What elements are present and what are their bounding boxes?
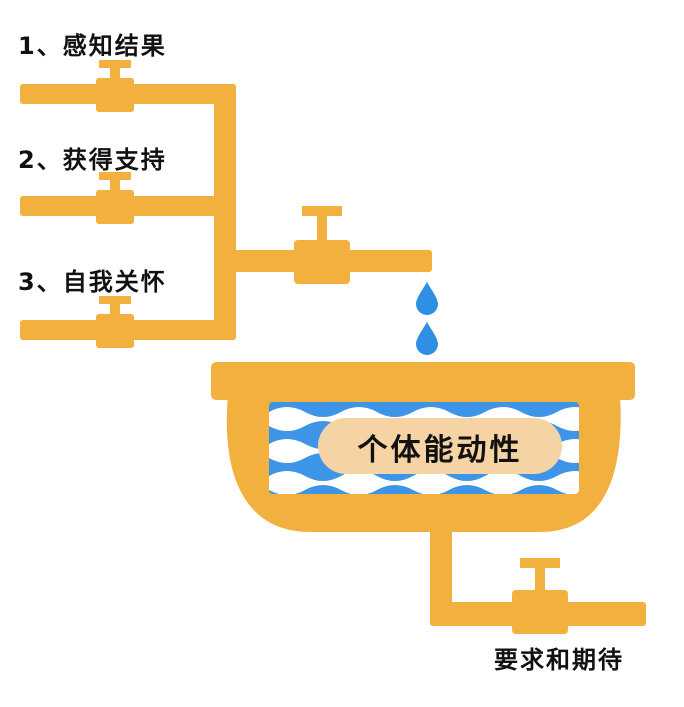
valve-stem <box>110 302 120 318</box>
valve-stem <box>110 178 120 194</box>
valve-icon <box>99 60 131 68</box>
valve-stem <box>110 66 120 82</box>
water-drops <box>416 282 438 355</box>
valve-stem <box>317 214 327 244</box>
water-drop-icon <box>416 282 438 315</box>
valve-icon <box>520 558 560 568</box>
valve-icon <box>99 296 131 304</box>
input-label-3: 3、自我关怀 <box>18 268 167 296</box>
basin <box>211 362 635 532</box>
valve-body <box>512 590 568 634</box>
valve-body <box>96 314 134 348</box>
valve-icon <box>99 172 131 180</box>
valve-body <box>96 190 134 224</box>
valve-main <box>294 206 350 284</box>
basin-rim <box>211 362 635 400</box>
valve-3 <box>96 296 134 348</box>
collector-pipe <box>214 84 236 340</box>
drain-pipe <box>430 526 452 626</box>
valve-outlet <box>512 558 568 634</box>
valve-icon <box>302 206 342 216</box>
basin-label-pill <box>318 418 562 474</box>
valve-body <box>294 240 350 284</box>
inlet-pipes <box>20 84 432 340</box>
wave-stripe <box>269 471 579 494</box>
input-label-1: 1、感知结果 <box>18 32 167 60</box>
valve-body <box>96 78 134 112</box>
water-drop-icon <box>416 322 438 355</box>
valve-stem <box>535 566 545 594</box>
input-label-2: 2、获得支持 <box>18 146 167 174</box>
valve-1 <box>96 60 134 112</box>
valve-2 <box>96 172 134 224</box>
output-label: 要求和期待 <box>494 646 624 674</box>
basin-label: 个体能动性 <box>357 433 523 468</box>
